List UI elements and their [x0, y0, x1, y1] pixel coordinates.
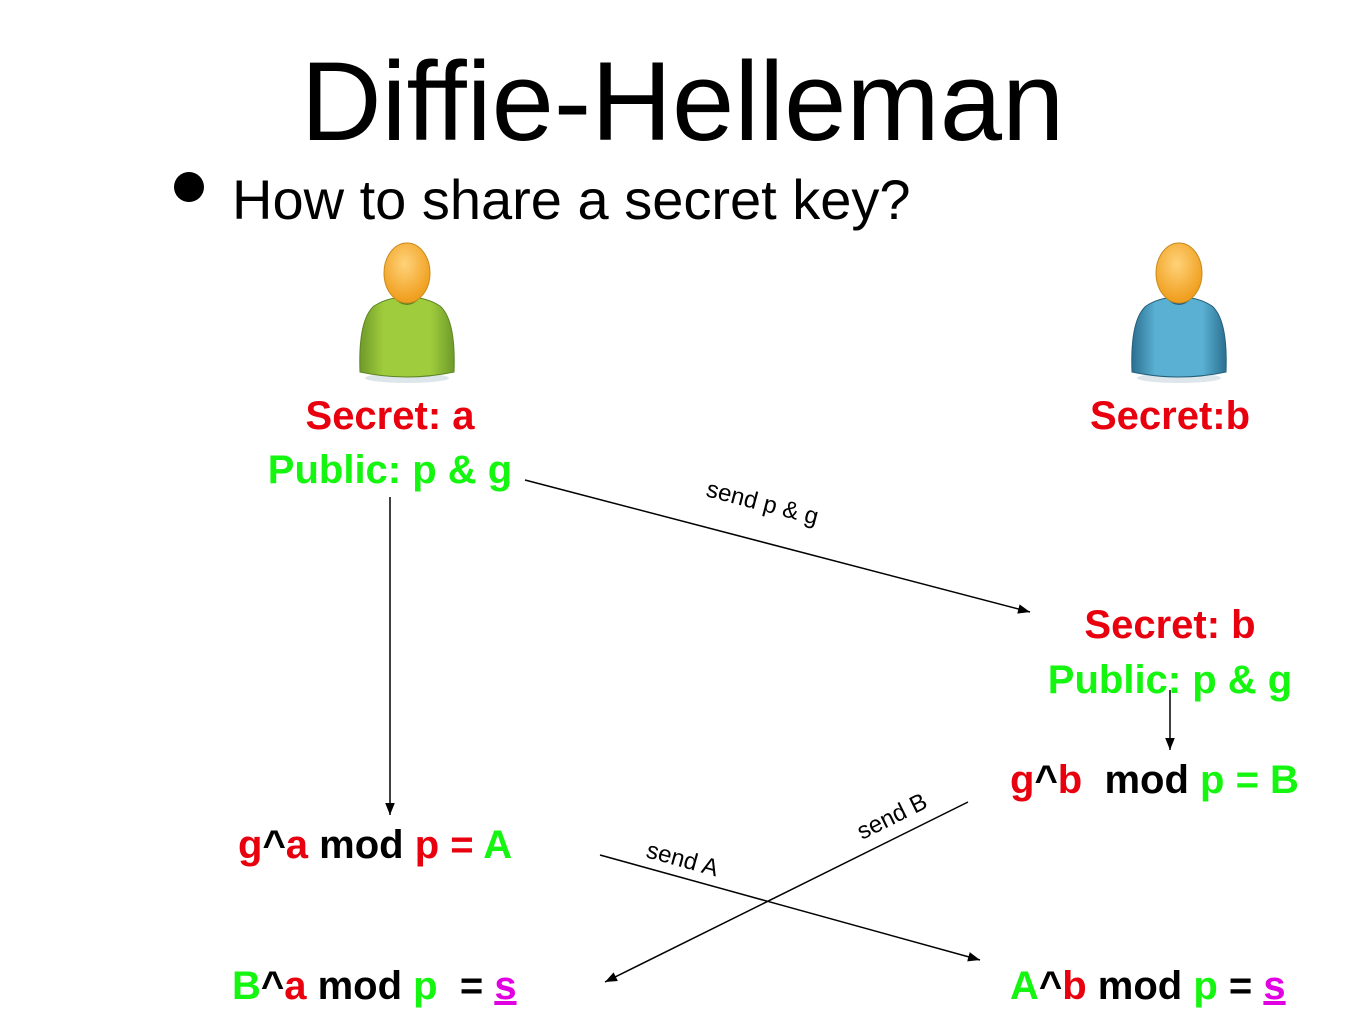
alice-public-label: Public: p & g: [267, 448, 513, 492]
bob-top-secret-label: Secret:b: [1089, 394, 1251, 438]
bob-compute-B: B: [1270, 758, 1299, 802]
alice-compute-a: a: [285, 823, 309, 867]
bob-compute-eq: =: [1224, 758, 1271, 802]
bob-shared-eq: =: [1217, 964, 1264, 1008]
bob-shared-mod: mod: [1086, 964, 1194, 1008]
bob-compute-mod: mod: [1082, 758, 1201, 802]
person-green-icon: [359, 242, 455, 383]
person-blue-icon: [1131, 242, 1227, 383]
bob-shared-equation: A^b mod p = s: [1010, 963, 1286, 1009]
bob-compute-equation: g^b mod p = B: [1010, 757, 1299, 803]
bullet-text: How to share a secret key?: [232, 168, 911, 231]
arrow-send-B: [604, 801, 969, 983]
alice-shared-equation: B^a mod p = s: [232, 963, 517, 1009]
alice-compute-A: A: [483, 823, 513, 867]
alice-compute-g: g: [238, 823, 263, 867]
bullet-dot: [174, 172, 204, 202]
bob-secret-label: Secret: b: [1084, 603, 1256, 647]
arrow-send-A-label: send A: [643, 837, 721, 883]
bob-shared-b: b: [1062, 964, 1087, 1008]
bob-shared-p: p: [1193, 964, 1218, 1008]
bob-compute-b: b: [1057, 758, 1083, 802]
arrow-send-pg-label: send p & g: [703, 476, 821, 531]
alice-compute-p: p: [414, 823, 440, 867]
alice-compute-caret: ^: [262, 823, 286, 867]
alice-secret-label: Secret: a: [305, 394, 475, 438]
alice-shared-mod: mod: [306, 964, 414, 1008]
arrow-send-B-label: send B: [853, 788, 932, 845]
alice-shared-caret: ^: [260, 964, 285, 1008]
alice-compute-mod: mod: [308, 823, 415, 867]
alice-shared-B: B: [232, 964, 261, 1008]
bob-compute-g: g: [1010, 758, 1035, 802]
arrow-send-pg: [524, 479, 1031, 614]
alice-shared-a: a: [284, 964, 307, 1008]
alice-compute-eq: =: [439, 823, 484, 867]
alice-shared-s: s: [494, 964, 517, 1008]
alice-shared-eq: =: [437, 964, 495, 1008]
bob-shared-A: A: [1010, 964, 1039, 1008]
slide-title: Diffie-Helleman: [300, 39, 1065, 164]
alice-compute-equation: g^a mod p = A: [238, 822, 512, 868]
bob-compute-p: p: [1200, 758, 1225, 802]
bob-shared-s: s: [1263, 964, 1286, 1008]
arrow-send-A: [599, 854, 981, 962]
bob-compute-caret: ^: [1034, 758, 1058, 802]
bob-shared-caret: ^: [1038, 964, 1063, 1008]
alice-shared-p: p: [413, 964, 438, 1008]
